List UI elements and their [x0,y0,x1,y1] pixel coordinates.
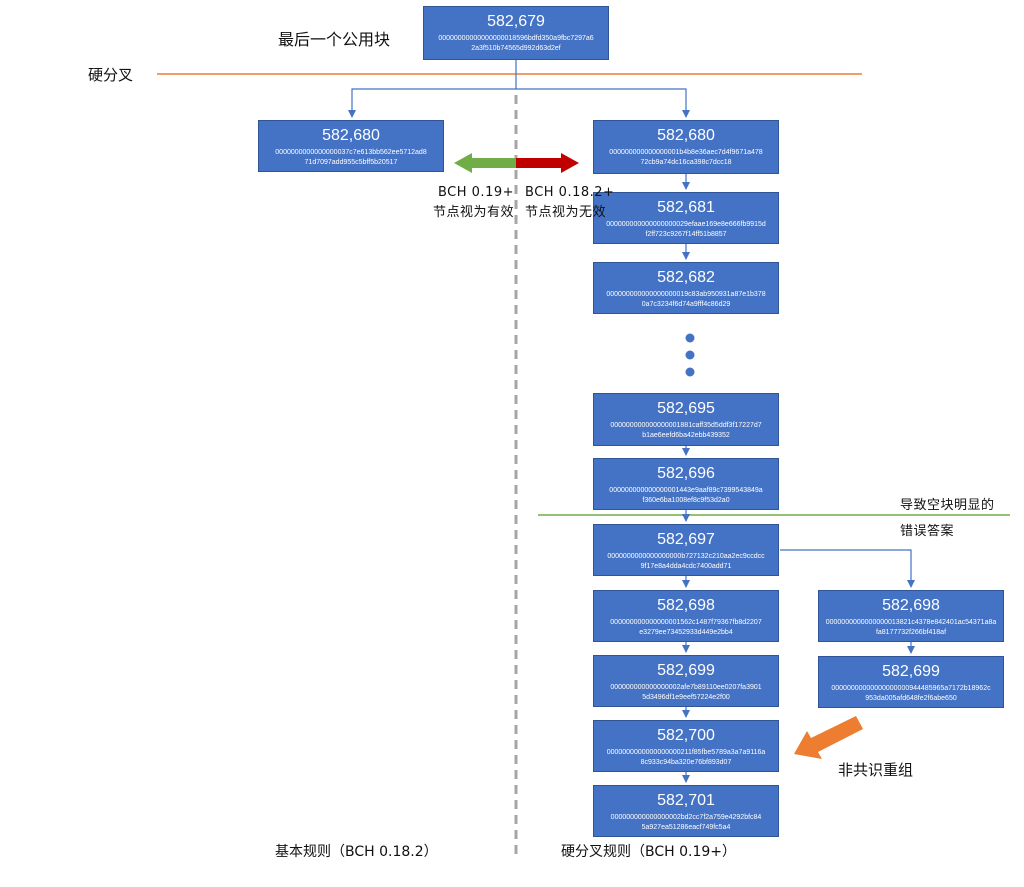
block-582699-alt: 582,699 00000000000000000000944485965a71… [818,656,1004,708]
block-hash: 00000000000000000000944485965a7172b18962… [831,685,991,702]
block-582701: 582,701 000000000000000002bd2cc7f2a759e4… [593,785,779,837]
block-hash: 000000000000000000019c83ab950931a87e1b37… [606,291,766,308]
block-582700: 582,700 0000000000000000000211f85fbe5789… [593,720,779,772]
block-height: 582,680 [657,127,715,144]
orange-reorg-arrow [794,716,863,759]
left-valid-label: BCH 0.19+ 节点视为有效 [432,185,514,220]
block-hash: 000000000000000002afe7b89110ee0207fa3901… [610,684,762,701]
block-hash: 000000000000000001562c1487f79367fb8d2207… [610,619,762,636]
right-invalid-label: BCH 0.18.2+ 节点视为无效 [525,185,615,220]
ellipsis-dot [685,350,695,360]
block-height: 582,680 [322,127,380,144]
block-hash: 0000000000000000000211f85fbe5789a3a7a911… [606,749,766,766]
block-582680-left: 582,680 0000000000000000037c7e613bb562ee… [258,120,444,172]
hardfork-rules-label: 硬分叉规则（BCH 0.19+） [561,844,737,860]
empty-block-answer-label: 导致空块明显的 错误答案 [900,498,995,539]
block-582696: 582,696 000000000000000001443e9aaf89c739… [593,458,779,510]
block-hash: 000000000000000001443e9aaf89c7399543849a… [609,487,763,504]
block-hash: 00000000000000000018596bdfd350a9fbc7297a… [438,35,594,52]
block-connectors [348,60,915,783]
block-582682: 582,682 000000000000000000019c83ab950931… [593,262,779,314]
block-582698: 582,698 000000000000000001562c1487f79367… [593,590,779,642]
connector-679-fork [348,60,517,118]
block-582695: 582,695 000000000000000001881caff35d5ddf… [593,393,779,446]
base-rules-label: 基本规则（BCH 0.18.2） [275,844,438,860]
block-582699: 582,699 000000000000000002afe7b89110ee02… [593,655,779,707]
ellipsis-dot [685,367,695,377]
block-height: 582,699 [657,662,715,679]
block-height: 582,682 [657,269,715,286]
non-consensus-reorg-label: 非共识重组 [838,761,914,779]
block-height: 582,696 [657,465,715,482]
block-582698-alt: 582,698 0000000000000000013821c4378e8424… [818,590,1004,642]
block-hash: 000000000000000000029efaae169e8e666fb991… [606,221,766,238]
block-582680-right: 582,680 000000000000000001b4b8e36aec7d4f… [593,120,779,174]
block-height: 582,695 [657,400,715,417]
block-height: 582,699 [882,663,940,680]
ellipsis-dot [685,333,695,343]
block-height: 582,698 [882,597,940,614]
block-hash: 0000000000000000000b727132c210aa2ec9ccdc… [607,553,765,570]
block-582697: 582,697 0000000000000000000b727132c210aa… [593,524,779,576]
connector-697-698-alt [780,549,915,588]
hard-fork-label: 硬分叉 [88,66,134,84]
block-582681: 582,681 000000000000000000029efaae169e8e… [593,192,779,244]
green-left-arrow [454,153,516,173]
block-hash: 0000000000000000013821c4378e842401ac5437… [825,619,997,636]
block-height: 582,698 [657,597,715,614]
block-height: 582,697 [657,531,715,548]
block-582679: 582,679 00000000000000000018596bdfd350a9… [423,6,609,60]
block-height: 582,681 [657,199,715,216]
last-common-block-label: 最后一个公用块 [278,30,391,49]
block-hash: 000000000000000001881caff35d5ddf3f17227d… [610,422,762,439]
block-hash: 000000000000000002bd2cc7f2a759e4292bfc84… [610,814,762,831]
block-height: 582,679 [487,13,545,30]
block-height: 582,701 [657,792,715,809]
connector-679-fork-right [516,88,690,118]
block-height: 582,700 [657,727,715,744]
block-hash: 000000000000000001b4b8e36aec7d4f9671a478… [609,149,763,166]
red-right-arrow [516,153,579,173]
